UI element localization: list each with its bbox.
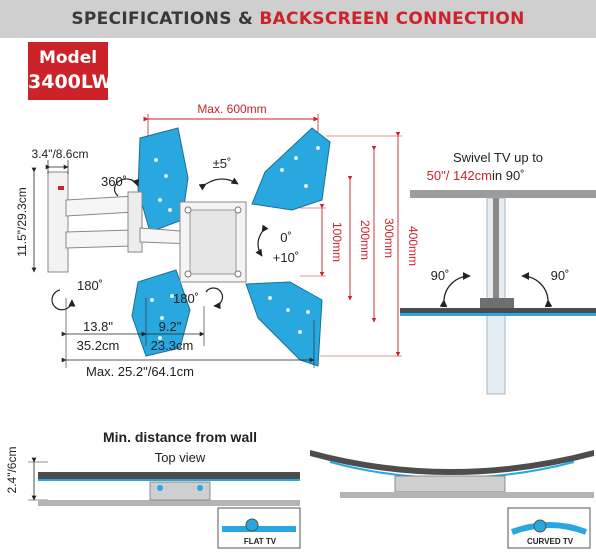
curved-mount-bracket <box>394 475 506 493</box>
swivel-arrow-right <box>521 272 553 308</box>
depth-min-label: 3.4"/8.6cm <box>32 147 89 161</box>
flat-tv-tag: FLAT TV <box>244 537 277 546</box>
tilt-arrow <box>255 224 269 257</box>
flat-wall <box>38 500 300 506</box>
ceiling-wall <box>410 190 596 198</box>
title-part-2: BACKSCREEN CONNECTION <box>259 9 525 29</box>
model-badge: Model 3400LW <box>28 42 113 100</box>
tilt-label-10: +10˚ <box>273 250 299 265</box>
title-part-1: SPECIFICATIONS & <box>71 9 260 29</box>
page-title: SPECIFICATIONS & BACKSCREEN CONNECTION <box>0 0 596 38</box>
plate-bottom-right <box>245 281 323 367</box>
swivel-size-rest: in 90˚ <box>492 168 525 183</box>
swivel-right-angle: 90˚ <box>551 268 570 283</box>
vesa-200-label: 200mm <box>358 220 372 260</box>
curved-tv <box>310 450 594 475</box>
max-extension-label: Max. 25.2"/64.1cm <box>86 364 194 379</box>
vesa-400-label: 400mm <box>406 226 420 266</box>
distance-panel: Min. distance from wall Top view 2.4"/6c… <box>5 429 594 549</box>
arm2-cm-label: 23.3cm <box>151 338 194 353</box>
wall-plate <box>47 171 69 273</box>
swivel-arrow-left <box>439 272 471 308</box>
plate-slots <box>150 146 320 340</box>
distance-measure-label: 2.4"/6cm <box>5 447 19 494</box>
arm-lower-1 <box>65 229 135 249</box>
vesa-300-label: 300mm <box>382 218 396 258</box>
swivel-left-arrow <box>51 289 76 311</box>
header-bar: SPECIFICATIONS & BACKSCREEN CONNECTION <box>0 0 596 38</box>
model-number: 3400LW <box>28 71 113 93</box>
tilt-side-label: ±5˚ <box>213 156 232 171</box>
distance-subtitle: Top view <box>155 450 206 465</box>
swivel-title: Swivel TV up to <box>453 150 543 165</box>
swivel-left-angle: 90˚ <box>431 268 450 283</box>
flat-mount-bracket <box>149 481 211 501</box>
swivel-right-arrow <box>205 287 224 310</box>
rotation-label: 360˚ <box>101 174 127 189</box>
tilt-side-arrow <box>198 177 239 191</box>
swivel-right-label: 180˚ <box>173 291 199 306</box>
vesa-100-label: 100mm <box>330 222 344 262</box>
swivel-left-label: 180˚ <box>77 278 103 293</box>
wall-plate-logo <box>58 186 64 190</box>
arm2-inch-label: 9.2" <box>159 319 182 334</box>
height-label: 11.5"/29.3cm <box>15 187 29 256</box>
distance-title: Min. distance from wall <box>103 429 257 445</box>
tilt-label-0: 0˚ <box>280 230 292 245</box>
arm-joint <box>127 191 143 253</box>
swivel-arm <box>493 198 499 302</box>
arm1-inch-label: 13.8" <box>83 319 113 334</box>
swivel-panel: Swivel TV up to 50"/ 142cm in 90˚ 90˚ 90… <box>400 150 596 395</box>
curved-wall <box>340 492 594 498</box>
mount-diagram: Max. 600mm <box>15 102 420 379</box>
swivel-size: 50"/ 142cm <box>427 168 492 183</box>
model-label: Model <box>38 48 98 68</box>
tv-top <box>400 308 596 316</box>
arm-upper-1 <box>65 195 135 217</box>
rotation-arrow <box>114 178 140 197</box>
flat-tv <box>38 472 300 481</box>
max-width-label: Max. 600mm <box>197 102 266 116</box>
arm1-cm-label: 35.2cm <box>77 338 120 353</box>
plate-top-right <box>251 127 331 211</box>
curved-tv-tag: CURVED TV <box>527 537 574 546</box>
swivel-bracket <box>480 298 514 308</box>
